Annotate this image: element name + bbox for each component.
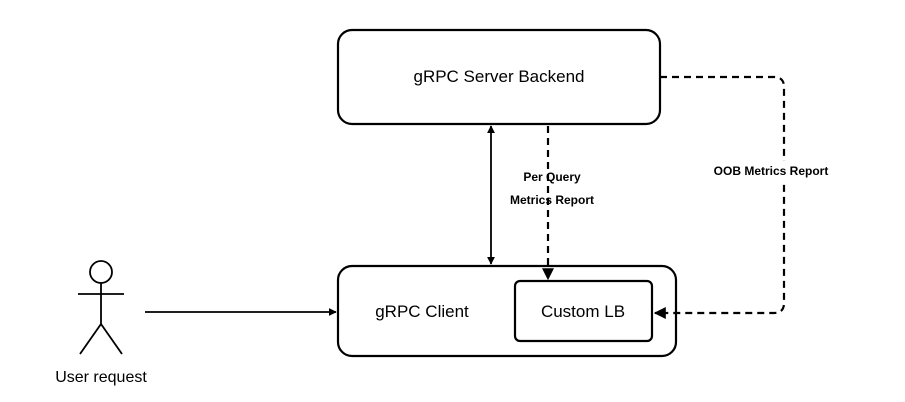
custom-lb-box [513,279,654,343]
user-actor-icon [78,260,124,355]
user-request-label: User request [55,369,147,386]
oob-label-bg [704,161,838,181]
client-label: gRPC Client [375,302,469,321]
oob-metrics-label: OOB Metrics Report [714,164,829,178]
per-query-label-line2: Metrics Report [510,193,594,207]
per-query-label-line1: Per Query [523,170,581,184]
custom-lb-label: Custom LB [541,302,625,321]
server-backend-label: gRPC Server Backend [413,67,584,86]
